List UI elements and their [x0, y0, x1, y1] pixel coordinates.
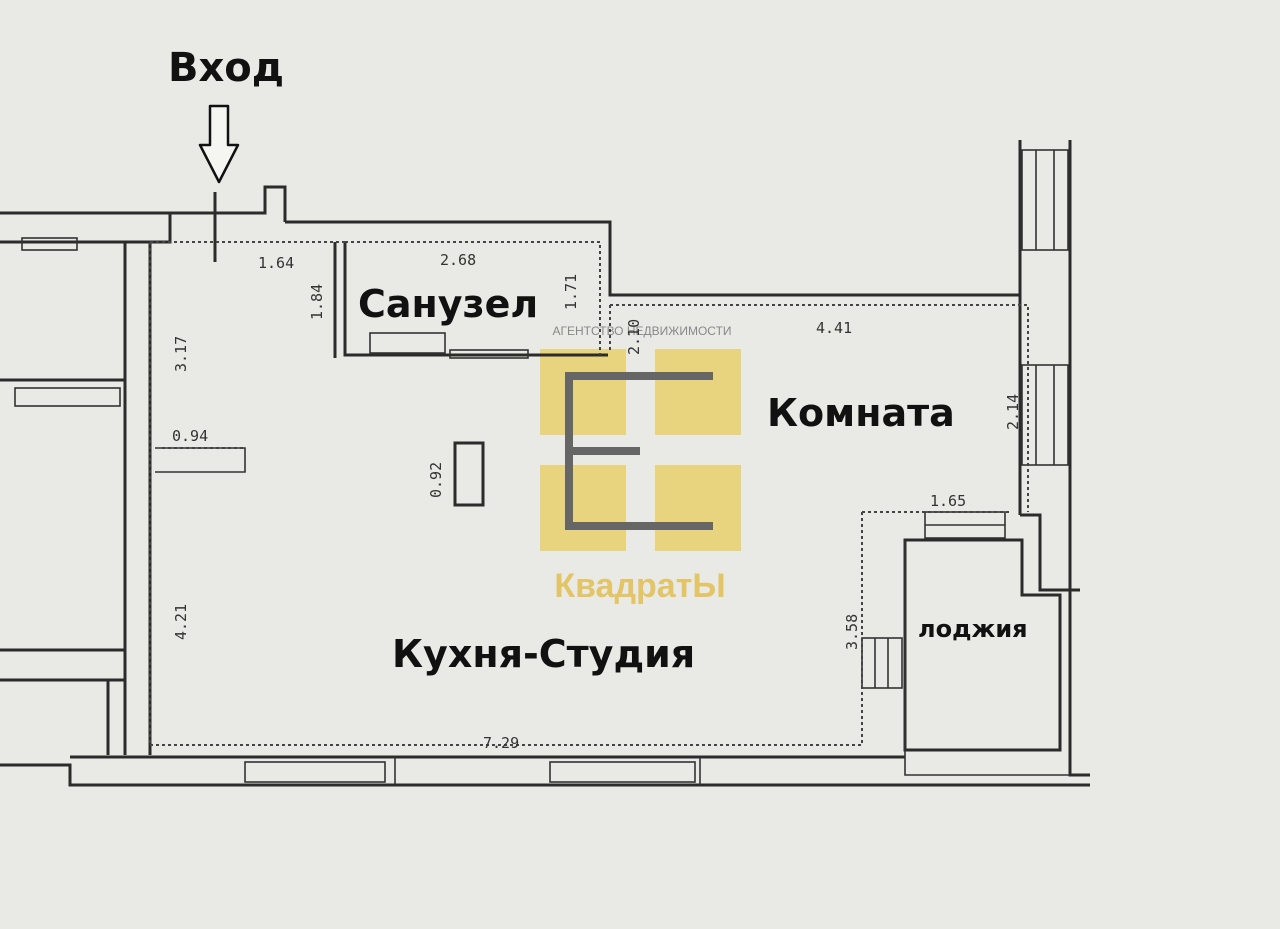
agency-watermark: АГЕНТСТВО НЕДВИЖИМОСТИ КвадратЫ [540, 324, 741, 605]
bathroom-label: Санузел [358, 282, 538, 326]
loggia-label: лоджия [918, 615, 1028, 643]
dimension-2-68: 2.68 [440, 251, 476, 269]
dimension-1-84: 1.84 [308, 284, 326, 320]
dimension-2-10: 2.10 [625, 319, 643, 355]
entrance-label: Вход [168, 45, 284, 91]
watermark-brand-text: КвадратЫ [554, 567, 725, 605]
dimension-0-94: 0.94 [172, 427, 208, 445]
room-label: Комната [767, 391, 955, 435]
dimension-4-21: 4.21 [172, 604, 190, 640]
walls [0, 140, 1090, 787]
dimension-1-64: 1.64 [258, 254, 294, 272]
entrance-arrow-icon [198, 104, 240, 184]
dimension-3-17: 3.17 [172, 336, 190, 372]
watermark-tile-bottom-right [655, 465, 741, 551]
dimension-0-92: 0.92 [427, 462, 445, 498]
watermark-letter-e [565, 372, 713, 530]
dimension-1-71: 1.71 [562, 274, 580, 310]
watermark-tile-top-right [655, 349, 741, 435]
watermark-agency-text: АГЕНТСТВО НЕДВИЖИМОСТИ [552, 324, 731, 338]
dimension-4-41: 4.41 [816, 319, 852, 337]
dimension-7-29: 7.29 [483, 734, 519, 752]
dimension-2-14: 2.14 [1004, 394, 1022, 430]
dimension-3-58: 3.58 [843, 614, 861, 650]
watermark-tile-top-left [540, 349, 626, 435]
kitchen-studio-label: Кухня-Студия [392, 632, 695, 676]
dimension-1-65: 1.65 [930, 492, 966, 510]
dimension-outlines [149, 241, 1029, 746]
watermark-tile-bottom-left [540, 465, 626, 551]
